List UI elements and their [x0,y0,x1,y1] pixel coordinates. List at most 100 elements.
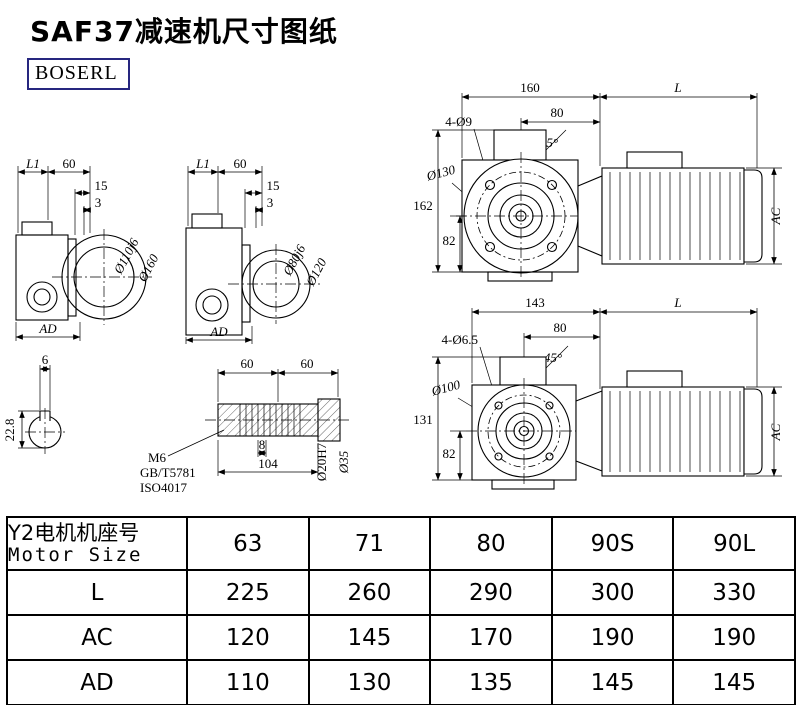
dim-f-104: 104 [258,456,278,471]
dim-c-ac: AC [768,207,783,225]
gearbox-top-housing [191,213,223,229]
dim-d-82: 82 [443,446,456,461]
table-cell: 145 [550,659,675,705]
dim-d-holes: 4-Ø6.5 [442,332,478,347]
table-cell: 190 [550,614,675,661]
dim-d-ac: AC [768,423,783,441]
motor-size-label-en: Motor Size [8,544,143,567]
motor-body [601,386,745,477]
worm-input-housing [493,129,547,161]
dim-b-spigot: Ø80j6 [279,242,308,279]
mounting-foot [491,479,555,490]
shaft-hub-section [317,398,341,442]
dim-a-3: 3 [95,195,102,210]
fan-cover [743,388,763,475]
dim-c-82: 82 [443,233,456,248]
bolt-hole [545,401,554,410]
dim-c-162: 162 [413,198,433,213]
dim-d-l: L [673,295,681,310]
page-title: SAF37减速机尺寸图纸 [30,15,338,48]
gearbox-body [185,227,243,336]
dim-a-15: 15 [95,178,108,193]
dim-b-flange: Ø120 [302,255,330,289]
dim-e-depth: 22.8 [2,419,17,442]
dim-c-bolt-circle: Ø130 [424,162,457,184]
drawing-side-view-flange160: L1 60 15 3 Ø110j6 Ø160 AD [15,156,162,341]
flange-plate-edge [67,238,77,317]
motor-body [601,167,745,265]
dim-b-ad: AD [209,324,228,339]
table-cell: 260 [307,569,432,616]
drawing-side-view-flange120: L1 60 15 3 Ø80j6 Ø120 AD [185,156,330,344]
motor-fins [609,172,741,260]
dim-c-holes: 4-Ø9 [445,114,472,129]
bolt-hole [484,179,496,191]
bolt-hole [484,241,496,253]
dim-b-l1: L1 [195,156,210,171]
table-cell: 190 [672,614,796,661]
dim-b-60: 60 [234,156,247,171]
row-label: AC [6,614,188,661]
dim-a-ad: AD [38,321,57,336]
table-cell: 90S [550,516,675,571]
table-cell: 71 [307,516,432,571]
motor-dimension-table: Y2电机机座号 Motor Size 63 71 80 90S 90L L 22… [6,516,796,705]
drawing-front-view-motor-small: 143 L 4-Ø6.5 80 45° Ø100 [413,295,783,490]
table-cell: 170 [429,614,553,661]
dim-d-80: 80 [554,320,567,335]
technical-drawing-canvas: L1 60 15 3 Ø110j6 Ø160 AD [2,80,783,495]
motor-size-header-cell: Y2电机机座号 Motor Size [6,516,188,571]
dim-d-131: 131 [413,412,433,427]
dim-d-bolt-circle: Ø100 [429,377,462,399]
table-cell: 135 [429,659,553,705]
thread-lines [239,404,301,436]
table-cell: 63 [186,516,310,571]
bolt-hole [546,241,558,253]
terminal-box [626,151,683,169]
table-cell: 300 [550,569,675,616]
dim-c-160: 160 [520,80,540,95]
dim-a-l1: L1 [25,156,40,171]
dim-a-60: 60 [63,156,76,171]
bolt-hole [494,401,503,410]
drawing-shaft-detail: 60 60 M6 GB/T5781 ISO4017 8 104 Ø20H7 Ø3… [140,356,352,495]
dim-c-80: 80 [551,105,564,120]
dim-c-l: L [673,80,681,95]
dim-f-8: 8 [259,437,266,452]
threaded-shaft-section [217,403,319,437]
table-cell: 90L [672,516,796,571]
dim-b-15: 15 [267,178,280,193]
bolt-hole [494,452,503,461]
table-row-AD: AD 110 130 135 145 145 [6,659,796,705]
dim-f-od: Ø35 [336,450,351,474]
worm-input-housing [499,356,547,386]
table-cell: 110 [186,659,310,705]
table-cell: 290 [429,569,553,616]
dim-f-bore: Ø20H7 [314,442,329,481]
mounting-foot [487,271,553,282]
bolt-circle [487,394,561,468]
table-cell: 145 [672,659,796,705]
dim-d-45deg: 45° [544,350,562,365]
input-bore-circle [195,288,229,322]
dim-d-143: 143 [525,295,545,310]
motor-fins [609,391,741,472]
dim-b-3: 3 [267,195,274,210]
table-cell: 80 [429,516,553,571]
dim-f-60b: 60 [301,356,314,371]
standard-gb-label: GB/T5781 [140,465,196,480]
fan-cover [743,169,763,263]
drawing-front-view-motor-large: 160 L 4-Ø9 80 45° Ø130 [413,80,783,282]
bolt-hole [545,452,554,461]
drawing-shaft-cross-section: 6 22.8 [2,352,65,454]
dim-f-60a: 60 [241,356,254,371]
row-label: AD [6,659,188,705]
gearbox-top-housing [21,221,53,236]
table-row-L: L 225 260 290 300 330 [6,569,796,616]
input-bore-circle [26,281,58,313]
terminal-box [626,370,683,388]
gearbox-body [15,234,69,321]
table-cell: 130 [307,659,432,705]
bolt-hole [546,179,558,191]
